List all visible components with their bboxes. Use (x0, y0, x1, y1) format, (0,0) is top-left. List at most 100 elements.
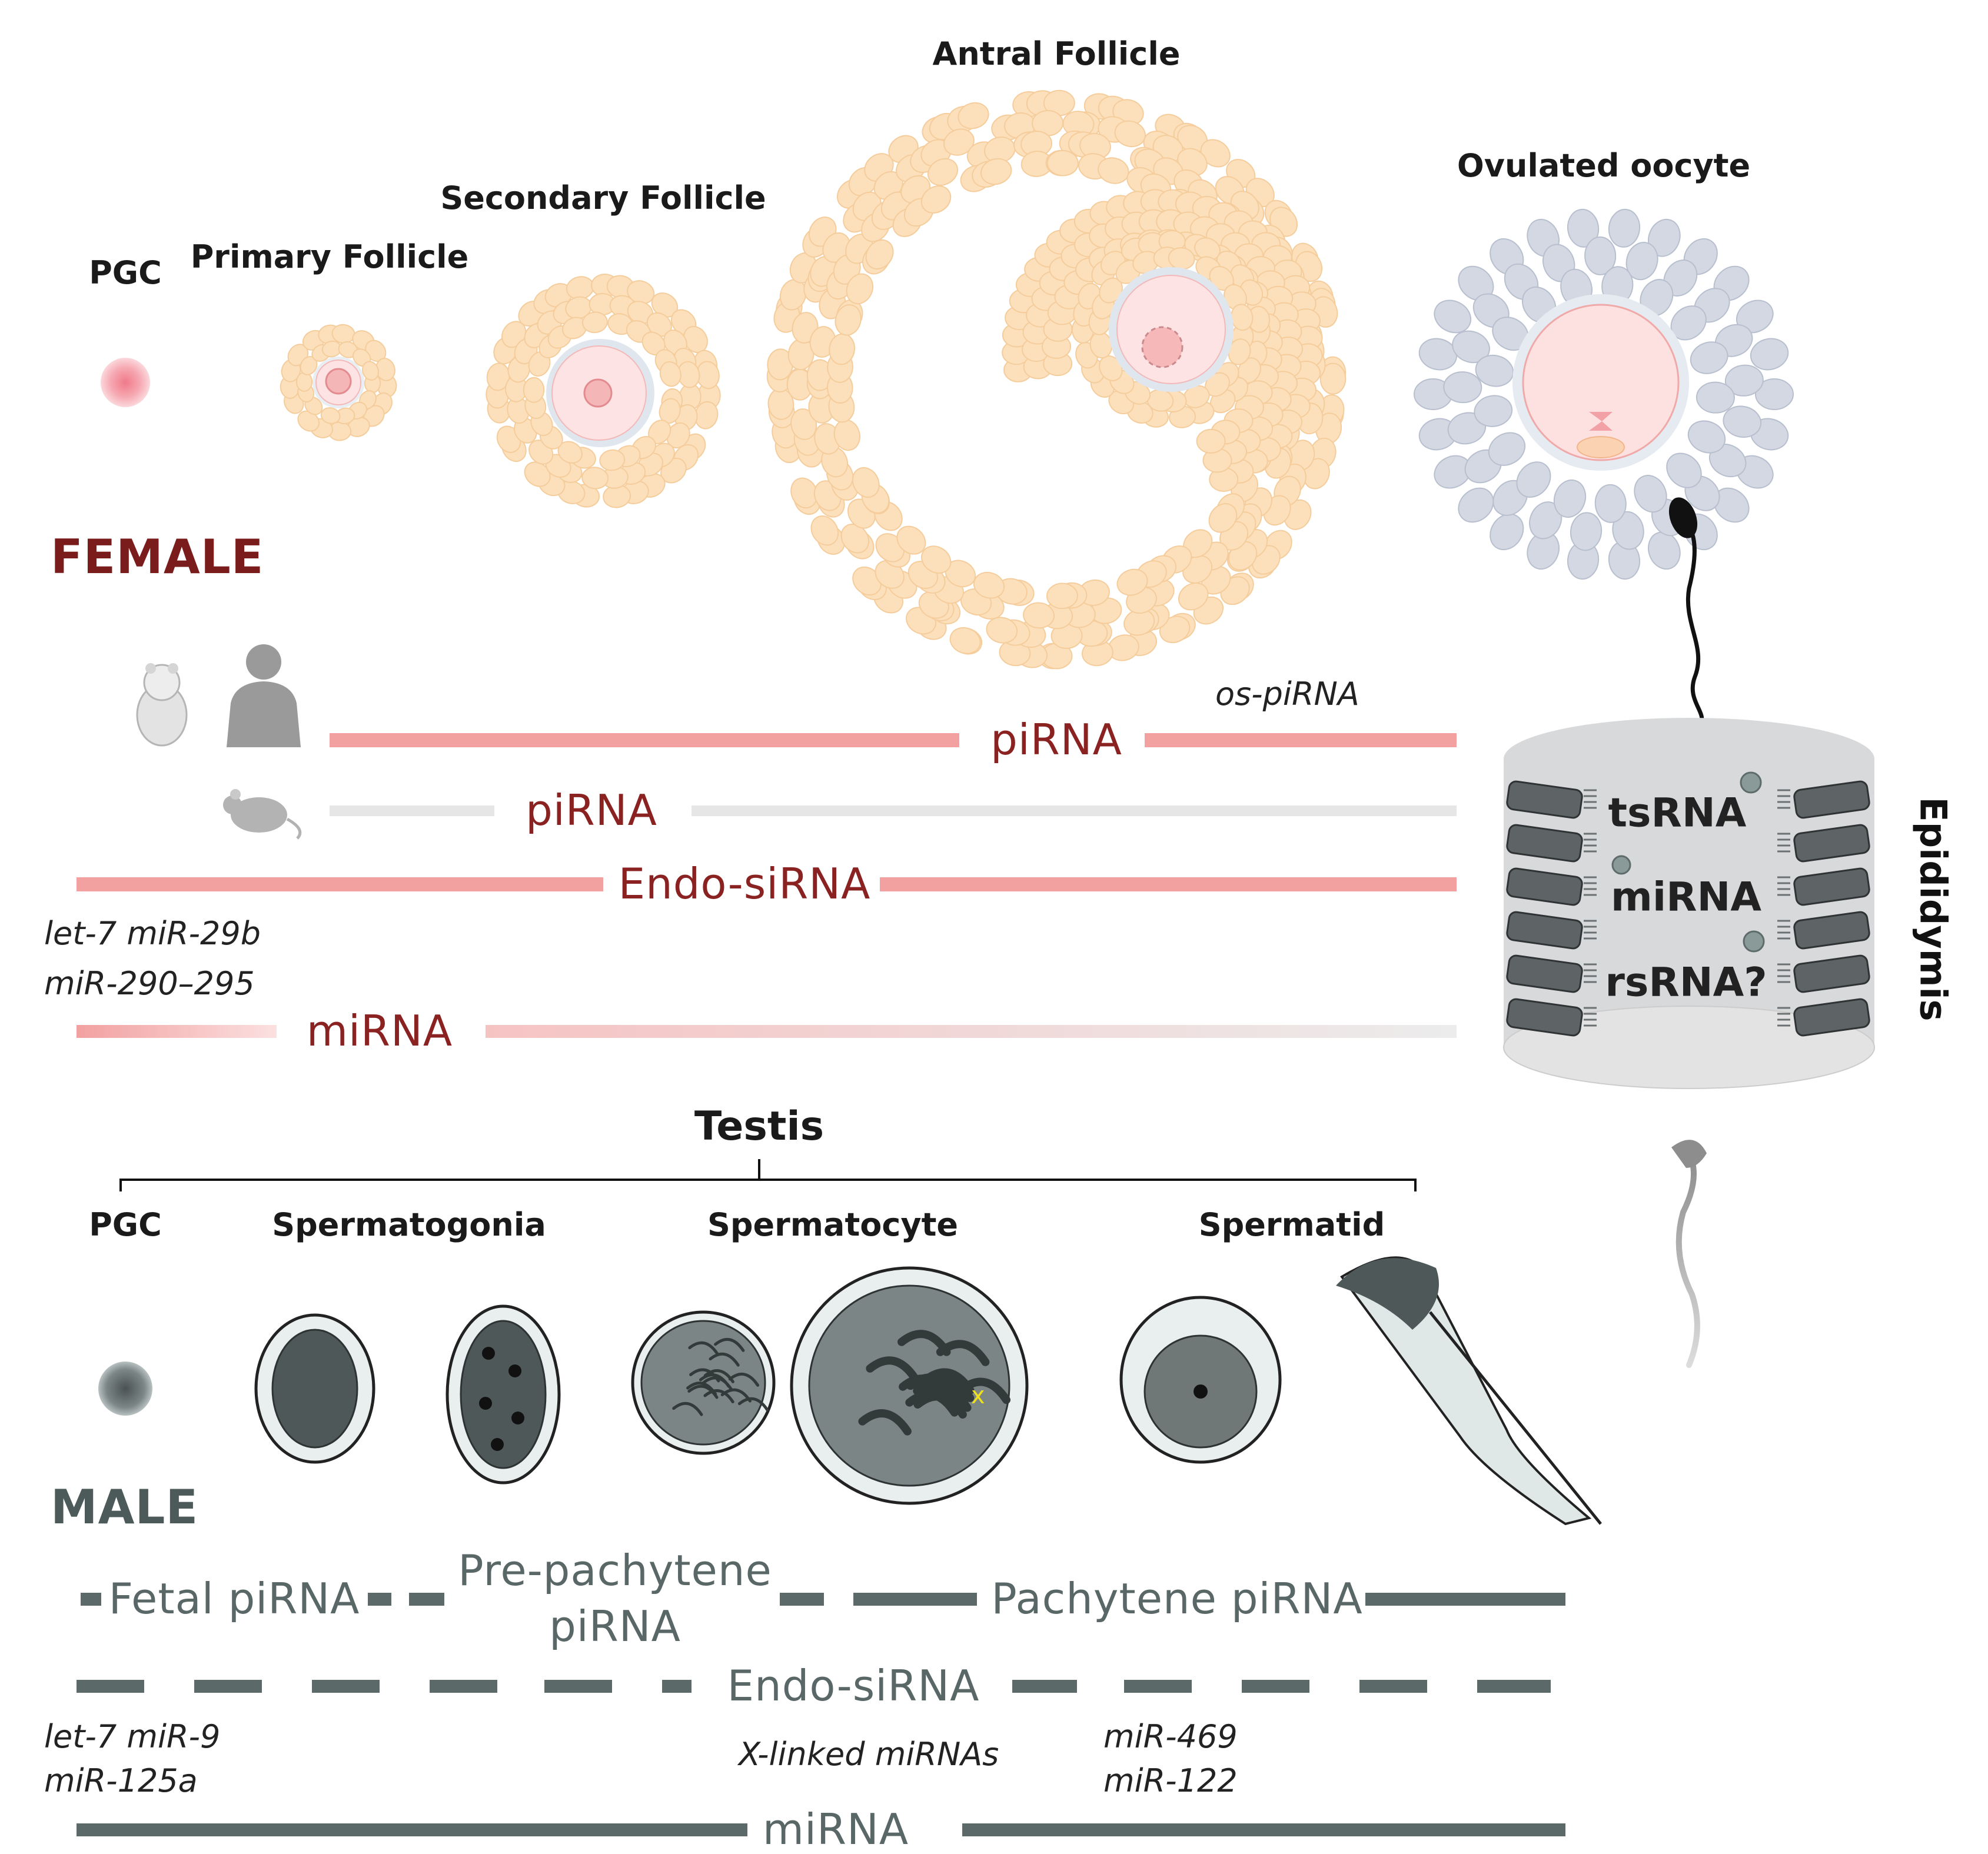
chromosome (866, 1356, 919, 1383)
cell (1046, 149, 1079, 177)
nucleus (271, 1329, 358, 1449)
endo-sirna-male-bar (1242, 1680, 1309, 1693)
cell (1116, 568, 1148, 596)
endo-sirna-male-bar (662, 1680, 692, 1693)
female-pgc-cell (101, 358, 150, 407)
oocyte-nucleus (325, 368, 352, 395)
extracellular-vesicle (1740, 771, 1762, 794)
pirna-mouse-bar (330, 805, 494, 816)
chromosome (714, 1337, 745, 1352)
endo-sirna-female-label: Endo-siRNA (618, 859, 871, 909)
cell (790, 408, 817, 440)
epithelial-cell (1506, 780, 1583, 819)
epithelial-cell (1506, 867, 1583, 906)
oocyte-nucleus (583, 378, 613, 408)
cell (920, 185, 952, 214)
epithelial-cell-icon (1777, 954, 1870, 993)
cumulus-cell (1625, 242, 1658, 281)
spermatogonia-cell-a (254, 1313, 375, 1464)
epididymis-lumen-base (1503, 1006, 1875, 1089)
epithelial-cell (1506, 998, 1583, 1037)
epididymis-rna-rsrna: rsRNA? (1605, 959, 1767, 1006)
epithelial-cell-icon (1777, 867, 1870, 906)
male-mirna-note-middle: X-linked miRNAs (739, 1736, 999, 1773)
cumulus-cell (1724, 364, 1764, 397)
stage-label-spermatocyte: Spermatocyte (707, 1206, 959, 1243)
chromosome (702, 1376, 733, 1391)
round-spermatid-cell (1119, 1296, 1282, 1464)
cell (1208, 503, 1238, 533)
chromosome (720, 1388, 752, 1403)
cumulus-cell (1567, 208, 1600, 248)
cumulus-cell (1458, 487, 1494, 523)
pirna-primate-bar (330, 733, 959, 747)
ovulated-oocyte (1414, 208, 1794, 726)
cell (921, 545, 952, 574)
cell (1023, 602, 1055, 629)
cell (524, 461, 551, 487)
human-icon (227, 644, 301, 747)
epithelial-cell (1793, 780, 1870, 819)
extracellular-vesicle (1743, 930, 1765, 953)
chromosome (936, 1340, 990, 1366)
cell (599, 449, 626, 471)
cell (1200, 139, 1231, 168)
nucleus (460, 1320, 547, 1469)
epithelial-cell-icon (1506, 867, 1597, 906)
polar-body (1577, 436, 1625, 458)
mirna-male-bar (77, 1823, 747, 1836)
endo-sirna-male-bar (312, 1680, 380, 1693)
endo-sirna-male-bar (1012, 1680, 1077, 1693)
cumulus-cell (1516, 461, 1551, 498)
stage-label-pgc-female: PGC (89, 254, 162, 291)
mirna-female-bar (486, 1025, 1457, 1038)
xy-body: x (971, 1382, 985, 1409)
prepachytene-pirna-label-line1: Pre-pachytene (458, 1546, 772, 1596)
cumulus-cell (1723, 405, 1762, 438)
endo-sirna-male-bar (544, 1680, 612, 1693)
cell (1159, 615, 1191, 644)
mirna-female-label: miRNA (306, 1006, 453, 1056)
chromosome (728, 1372, 760, 1387)
pirna-primate-label: piRNA (990, 715, 1122, 765)
cell (865, 239, 894, 270)
epithelial-cell (1793, 824, 1870, 863)
epithelial-cell (1506, 824, 1583, 863)
stage-label-spermatogonia: Spermatogonia (272, 1206, 546, 1243)
epithelial-cell-icon (1777, 824, 1870, 863)
oocyte (1522, 304, 1680, 461)
human-body (227, 681, 301, 747)
cumulus-cell (1452, 330, 1490, 364)
stage-label-primary-follicle: Primary Follicle (190, 238, 469, 275)
chromosome (709, 1352, 740, 1367)
endo-sirna-female-bar (77, 877, 603, 891)
cumulus-cell (1594, 484, 1627, 523)
endo-sirna-male-bar (430, 1680, 497, 1693)
chromosome (737, 1397, 769, 1412)
pgc-body (98, 1362, 152, 1416)
cell (927, 158, 959, 186)
cell (846, 273, 874, 305)
pirna-male-bar (368, 1593, 391, 1606)
female-mirna-note-2: miR-290–295 (44, 965, 255, 1002)
cumulus-cell (1696, 381, 1735, 414)
mirna-female-bar (77, 1025, 277, 1038)
cell (852, 467, 880, 498)
epithelial-cell (1793, 867, 1870, 906)
prepachytene-pirna-label-line2: piRNA (549, 1602, 681, 1652)
male-mirna-note-left-1: let-7 miR-9 (44, 1718, 221, 1755)
mouse-icon (223, 789, 302, 840)
endo-sirna-male-bar (1477, 1680, 1551, 1693)
cumulus-cell (1648, 531, 1681, 570)
epididymis-label: Epididymis (1911, 797, 1955, 1021)
epididymis-rna-mirna: miRNA (1610, 874, 1762, 921)
cell (810, 515, 839, 546)
epithelial-cell-icon (1506, 911, 1597, 950)
antral-follicle (766, 89, 1347, 670)
cytoplasm (1340, 1256, 1592, 1526)
endo-sirna-male-bar (194, 1680, 262, 1693)
pirna-mouse-bar (692, 805, 1457, 816)
cumulus-cell (1755, 378, 1794, 410)
chromatin-spot (508, 1364, 521, 1377)
cumulus-cell (1418, 338, 1458, 371)
